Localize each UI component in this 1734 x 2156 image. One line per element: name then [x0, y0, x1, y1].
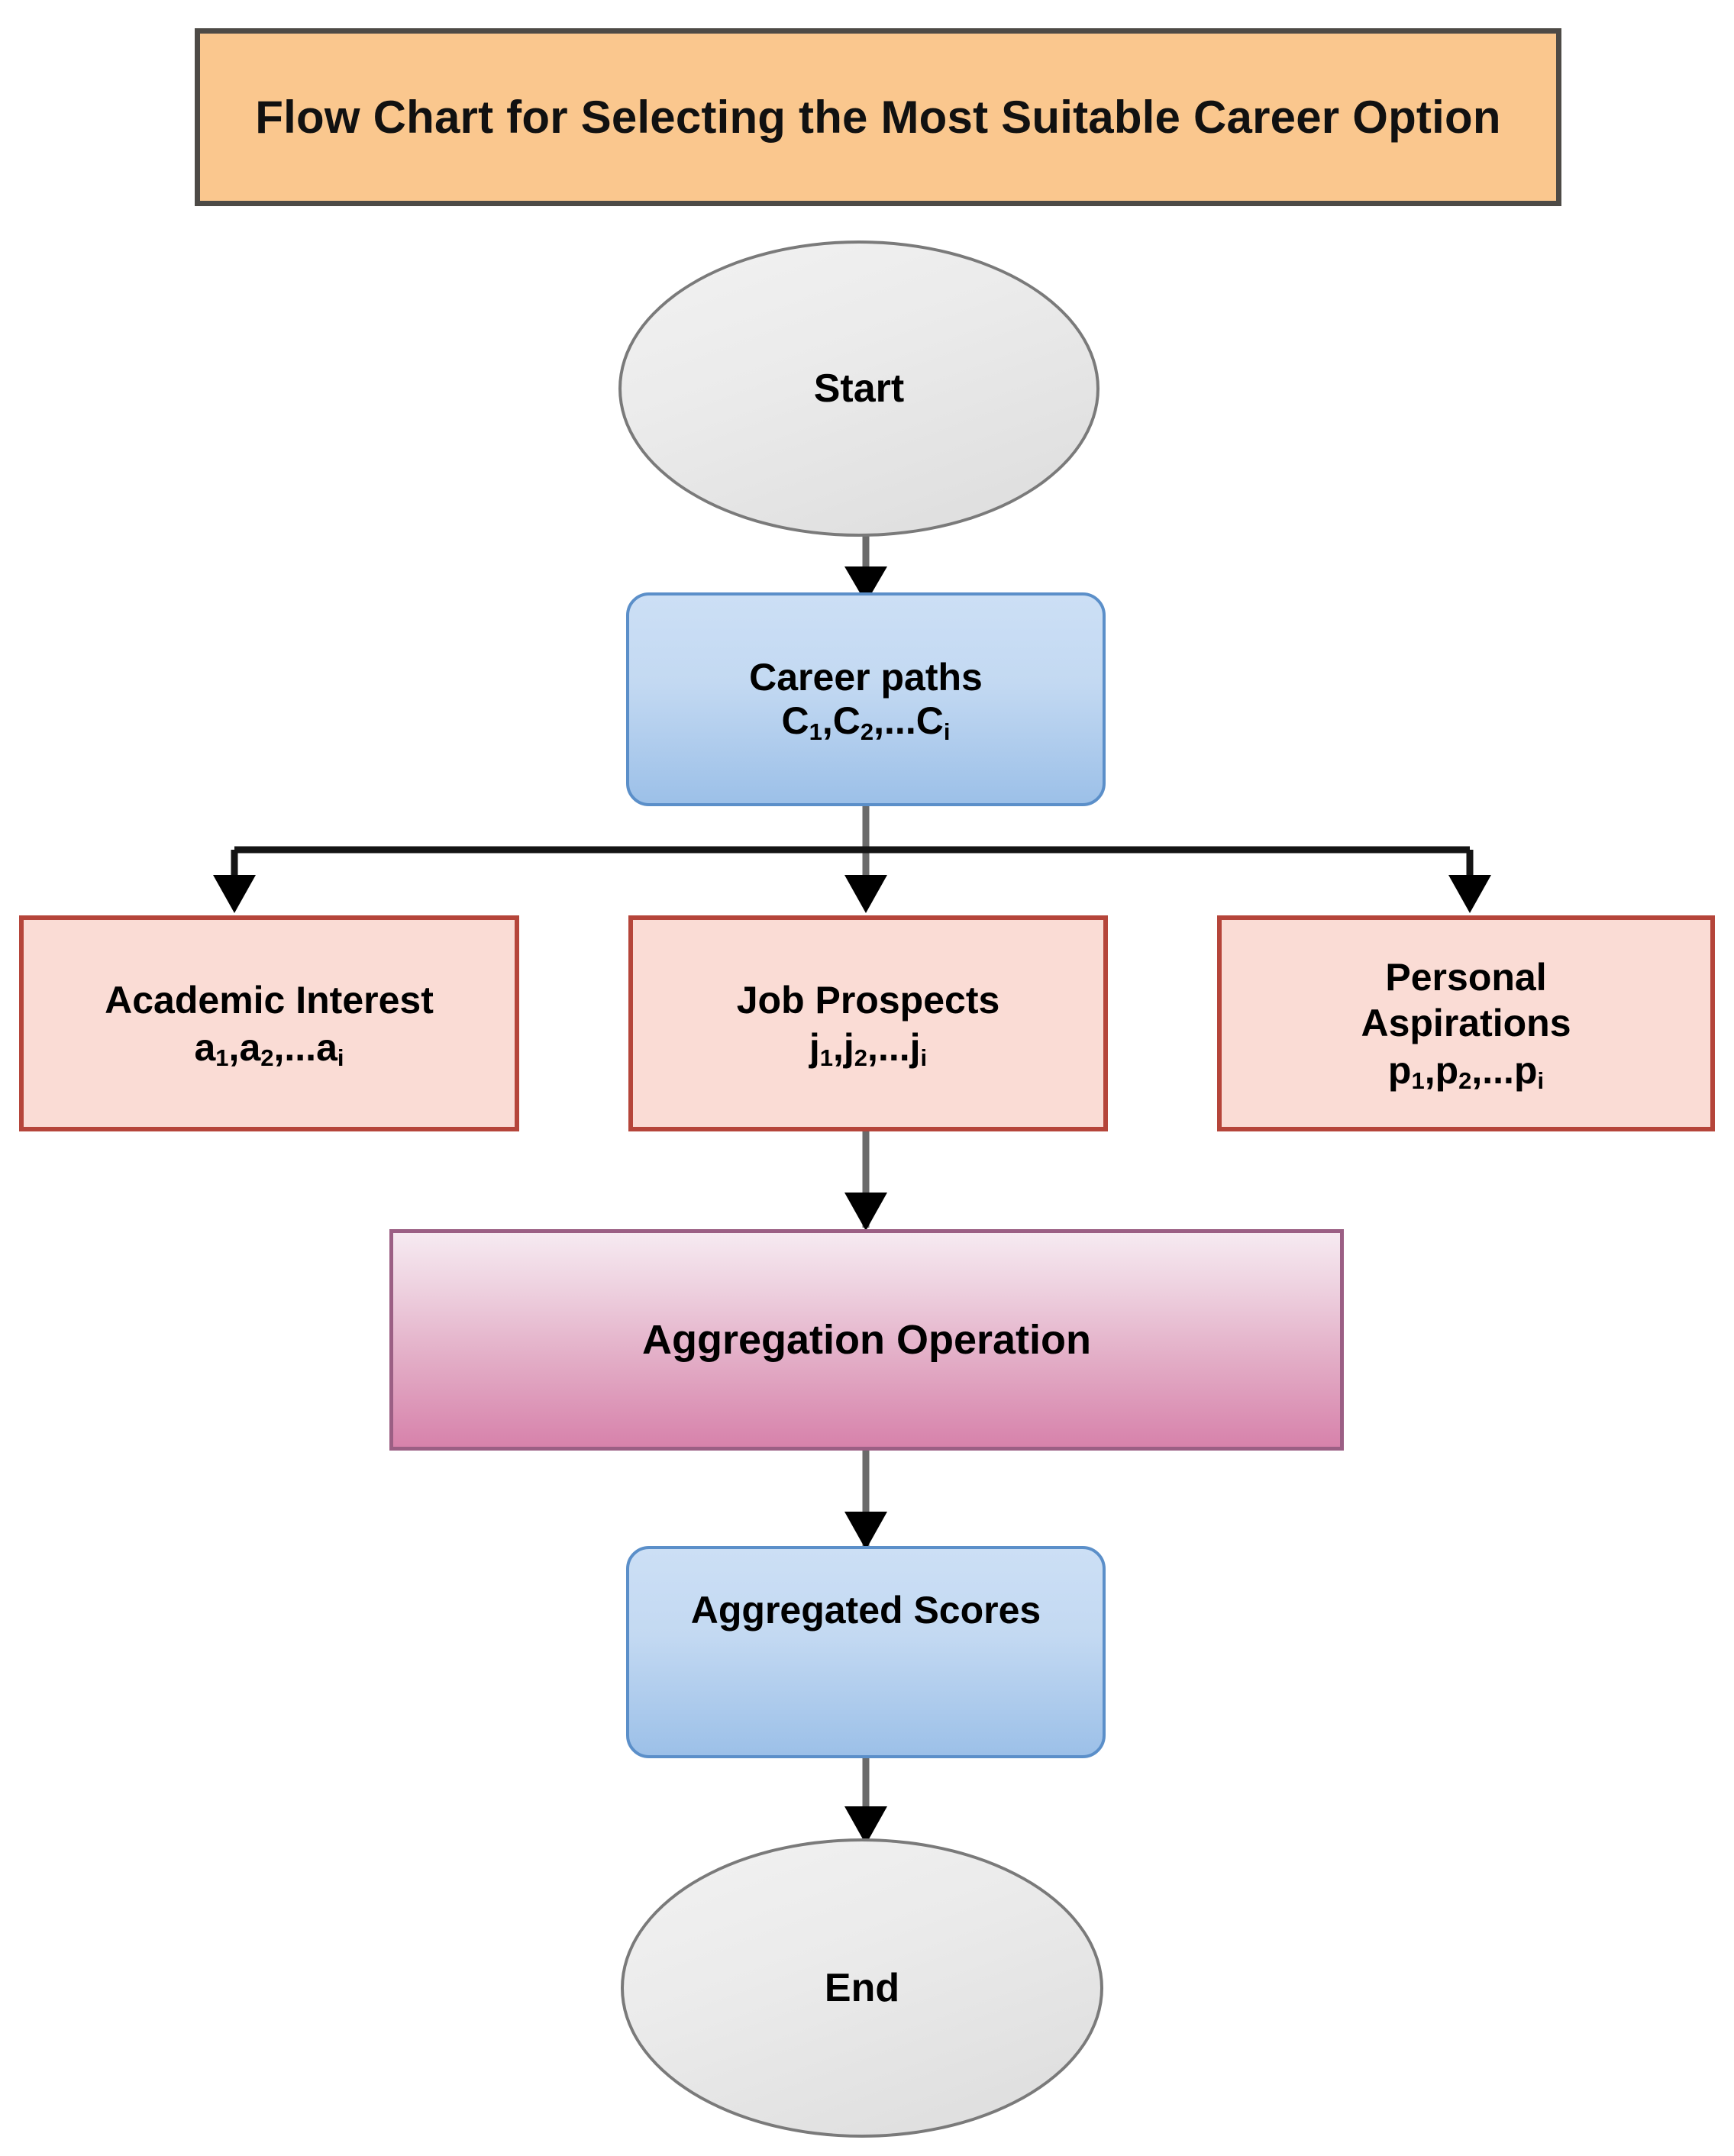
edge-career-paths-branch-trunk [231, 806, 1474, 905]
node-job-prospects[interactable]: Job Prospects j1,j2,...ji [628, 915, 1108, 1131]
node-job-prospects-label: Job Prospects [736, 978, 1000, 1022]
node-career-paths-symbols: C1,C2,...Ci [781, 699, 951, 745]
node-aggregated-scores[interactable]: Aggregated Scores [626, 1546, 1106, 1758]
node-academic-interest-symbols: a1,a2,...ai [194, 1025, 344, 1072]
node-personal-aspirations-label-line2: Aspirations [1361, 1001, 1571, 1044]
edge-to-personal-aspirations [1448, 875, 1491, 913]
edge-aggregated-scores-to-end [844, 1758, 887, 1845]
page-title: Flow Chart for Selecting the Most Suitab… [255, 92, 1501, 143]
node-aggregated-scores-label: Aggregated Scores [690, 1589, 1041, 1632]
node-start[interactable]: Start [618, 240, 1099, 537]
chart-title-banner: Flow Chart for Selecting the Most Suitab… [195, 28, 1561, 206]
node-personal-aspirations-label-line1: Personal [1385, 955, 1547, 999]
edge-to-job-prospects [844, 875, 887, 913]
node-career-paths-label: Career paths [749, 656, 983, 699]
node-academic-interest-label: Academic Interest [105, 978, 434, 1022]
node-career-paths[interactable]: Career paths C1,C2,...Ci [626, 592, 1106, 806]
node-aggregation-label: Aggregation Operation [641, 1317, 1091, 1363]
node-start-label: Start [813, 366, 905, 411]
node-job-prospects-symbols: j1,j2,...ji [809, 1025, 928, 1072]
node-personal-aspirations-symbols: p1,p2,...pi [1387, 1048, 1545, 1095]
edge-to-academic-interest [213, 875, 256, 913]
node-aggregation-operation[interactable]: Aggregation Operation [389, 1229, 1344, 1451]
node-end-label: End [824, 1966, 900, 2010]
node-academic-interest[interactable]: Academic Interest a1,a2,...ai [19, 915, 519, 1131]
edge-job-prospects-to-aggregation [844, 1131, 887, 1231]
edge-aggregation-to-aggregated-scores [844, 1451, 887, 1550]
node-end[interactable]: End [621, 1838, 1103, 2138]
node-personal-aspirations[interactable]: Personal Aspirations p1,p2,...pi [1217, 915, 1715, 1131]
